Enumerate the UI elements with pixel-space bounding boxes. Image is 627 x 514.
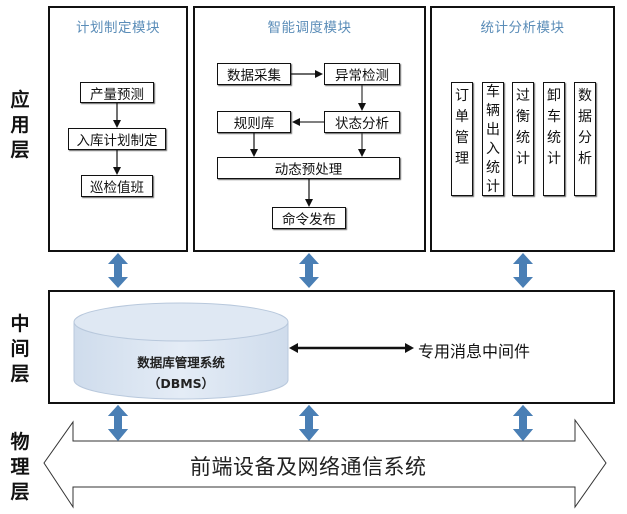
stats-item-vehicle-inout: 车 辆 出 入 统 计: [482, 82, 504, 196]
middleware-double-arrow: [289, 343, 414, 353]
connector-arrows-upper: [108, 253, 533, 288]
layer-label-application: 应 用 层: [8, 88, 32, 163]
stats-char: 订: [455, 88, 469, 104]
stats-item-order-management: 订 单 管 理: [451, 82, 473, 196]
stats-char: 统: [486, 160, 500, 176]
dispatch-module-title: 智能调度模块: [267, 20, 352, 36]
layer-char: 间: [10, 338, 30, 360]
stats-char: 计: [547, 151, 561, 167]
dispatch-node-anomaly-detect: 异常检测: [324, 63, 400, 85]
middleware-label: 专用消息中间件: [418, 342, 531, 361]
dispatch-node-rule-base: 规则库: [217, 111, 291, 133]
layer-char: 层: [10, 139, 30, 161]
plan-step-storage-plan: 入库计划制定: [68, 128, 166, 150]
double-arrow-icon: [108, 405, 128, 441]
stats-char: 计: [516, 151, 530, 167]
layer-char: 物: [10, 431, 30, 453]
stats-item-weighing: 过 衡 统 计: [512, 82, 534, 196]
physical-layer-label: 前端设备及网络通信系统: [190, 455, 427, 479]
layer-char: 层: [10, 481, 30, 503]
dbms-abbr: （DBMS）: [147, 376, 215, 391]
stats-char: 入: [486, 141, 500, 157]
dispatch-node-data-collect: 数据采集: [217, 63, 291, 85]
connector-arrows-lower: [108, 405, 533, 441]
layer-label-middle: 中 间 层: [8, 312, 32, 387]
layer-char: 用: [10, 114, 30, 136]
stats-char: 卸: [547, 88, 561, 104]
double-arrow-icon: [108, 253, 128, 288]
stats-char: 衡: [516, 109, 530, 125]
double-arrow-icon: [513, 405, 533, 441]
plan-step-inspection: 巡检值班: [81, 175, 153, 197]
stats-char: 分: [578, 130, 592, 146]
plan-module-title: 计划制定模块: [76, 20, 160, 36]
plan-step-yield-forecast: 产量预测: [80, 82, 154, 103]
stats-char: 统: [516, 130, 530, 146]
stats-char: 过: [516, 88, 530, 104]
layer-char: 中: [10, 313, 30, 335]
stats-char: 车: [547, 109, 561, 125]
double-arrow-icon: [299, 405, 319, 441]
stats-item-data-analysis: 数 据 分 析: [574, 82, 596, 196]
stats-char: 管: [455, 130, 469, 146]
stats-char: 析: [578, 151, 592, 167]
stats-item-unloading: 卸 车 统 计: [543, 82, 565, 196]
stats-char: 车: [486, 84, 500, 100]
stats-char: 单: [455, 109, 469, 125]
dbms-name: 数据库管理系统: [137, 355, 225, 370]
layer-label-physical: 物 理 层: [8, 430, 32, 505]
physical-layer-double-arrow: [43, 418, 607, 509]
dispatch-node-command-publish: 命令发布: [272, 207, 346, 229]
stats-char: 理: [455, 151, 469, 167]
database-cylinder-icon: [73, 302, 289, 400]
dispatch-node-dynamic-preprocess: 动态预处理: [217, 157, 400, 179]
stats-char: 辆: [486, 103, 500, 119]
stats-char: 据: [578, 109, 592, 125]
stats-char: 出: [486, 122, 500, 138]
stats-char: 统: [547, 130, 561, 146]
layer-char: 应: [10, 89, 30, 111]
dispatch-node-state-analysis: 状态分析: [324, 111, 400, 133]
double-arrow-icon: [513, 253, 533, 288]
stats-char: 计: [486, 179, 500, 195]
stats-module-title: 统计分析模块: [480, 20, 565, 36]
layer-char: 理: [10, 456, 30, 478]
stats-char: 数: [578, 88, 592, 104]
layer-char: 层: [10, 363, 30, 385]
double-arrow-icon: [299, 253, 319, 288]
